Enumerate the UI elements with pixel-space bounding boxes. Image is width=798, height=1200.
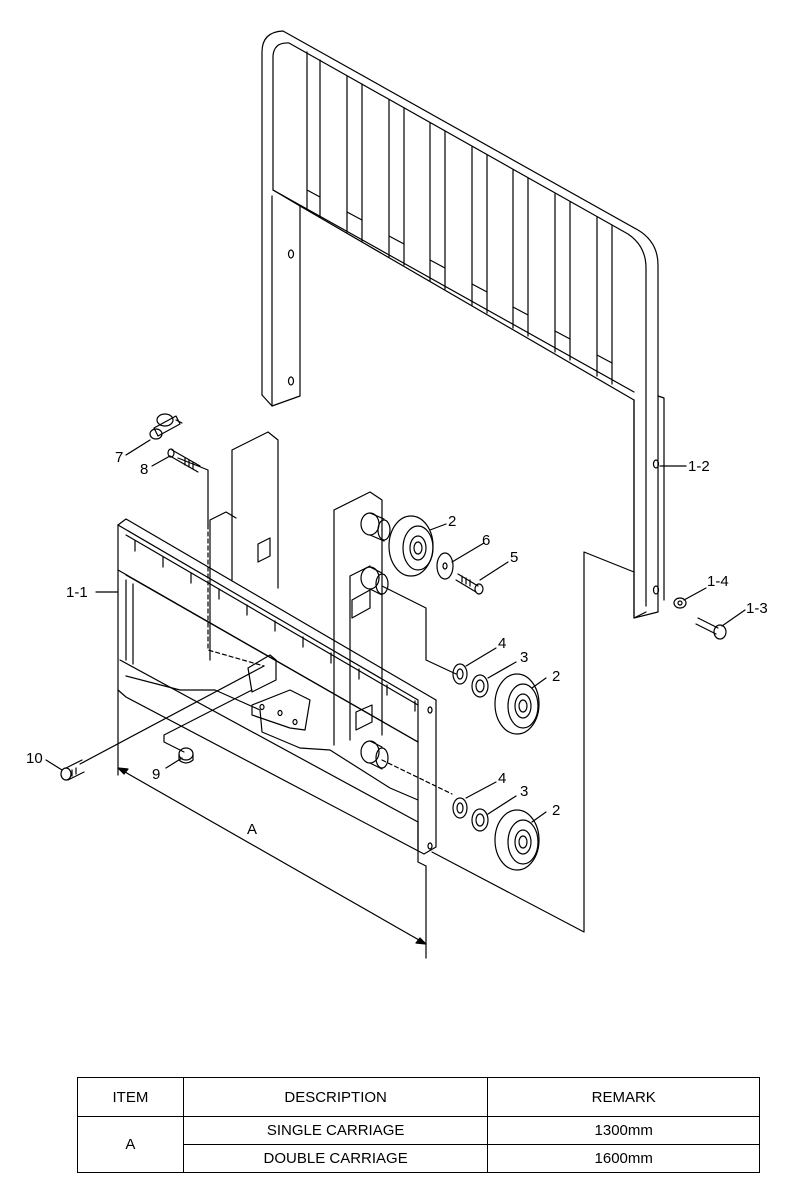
label-3-lower: 3 <box>520 783 528 800</box>
table-row: A SINGLE CARRIAGE 1300mm <box>77 1116 760 1173</box>
nut-9-path <box>163 689 253 753</box>
washer-1-4 <box>673 597 687 609</box>
description-cell: DOUBLE CARRIAGE <box>182 1144 489 1173</box>
header-description: DESCRIPTION <box>182 1077 489 1117</box>
label-8: 8 <box>140 461 148 478</box>
label-7: 7 <box>115 449 123 466</box>
bolt-5 <box>455 573 484 595</box>
stopper-7 <box>149 413 183 440</box>
label-2-middle: 2 <box>552 668 560 685</box>
exploded-parts-diagram: 1-1 1-2 1-3 1-4 2 2 2 3 3 4 4 5 6 7 8 9 … <box>26 30 768 959</box>
label-4-lower: 4 <box>498 770 506 787</box>
guide-line-7 <box>207 524 265 667</box>
description-cell: SINGLE CARRIAGE <box>182 1116 489 1145</box>
label-3-middle: 3 <box>520 649 528 666</box>
label-4-middle: 4 <box>498 635 506 652</box>
table-row: DOUBLE CARRIAGE 1600mm <box>78 1144 760 1173</box>
label-2-upper: 2 <box>448 513 456 530</box>
dimension-a <box>117 689 427 959</box>
bolt-8 <box>167 448 201 473</box>
nut-9 <box>178 747 194 764</box>
washer-6 <box>436 552 454 580</box>
bolt-10 <box>60 759 85 781</box>
remark-cell: 1300mm <box>487 1116 760 1145</box>
leader-7-path <box>177 457 209 526</box>
item-cell: A <box>77 1116 184 1173</box>
bolt-1-3 <box>695 617 727 640</box>
label-1-4: 1-4 <box>707 573 729 590</box>
label-10: 10 <box>26 750 43 767</box>
dimension-a-label: A <box>247 821 257 838</box>
header-remark: REMARK <box>487 1077 760 1117</box>
roller-middle <box>360 566 540 735</box>
label-9: 9 <box>152 766 160 783</box>
carriage-spec-table: ITEM DESCRIPTION REMARK A SINGLE CARRIAG… <box>77 1077 760 1173</box>
label-2-lower: 2 <box>552 802 560 819</box>
backrest-leader-line <box>431 551 635 933</box>
table-header-row: ITEM DESCRIPTION REMARK <box>77 1077 760 1117</box>
label-5: 5 <box>510 549 518 566</box>
header-item: ITEM <box>77 1077 184 1117</box>
bolt-10-axis <box>79 665 265 765</box>
label-6: 6 <box>482 532 490 549</box>
label-1-3: 1-3 <box>746 600 768 617</box>
label-1-1: 1-1 <box>66 584 88 601</box>
roller-lower <box>360 740 540 871</box>
roller-upper <box>360 512 434 577</box>
remark-cell: 1600mm <box>487 1144 760 1173</box>
load-backrest <box>261 30 665 619</box>
carriage-frame <box>117 431 437 867</box>
label-leaders <box>45 439 746 823</box>
label-1-2: 1-2 <box>688 458 710 475</box>
